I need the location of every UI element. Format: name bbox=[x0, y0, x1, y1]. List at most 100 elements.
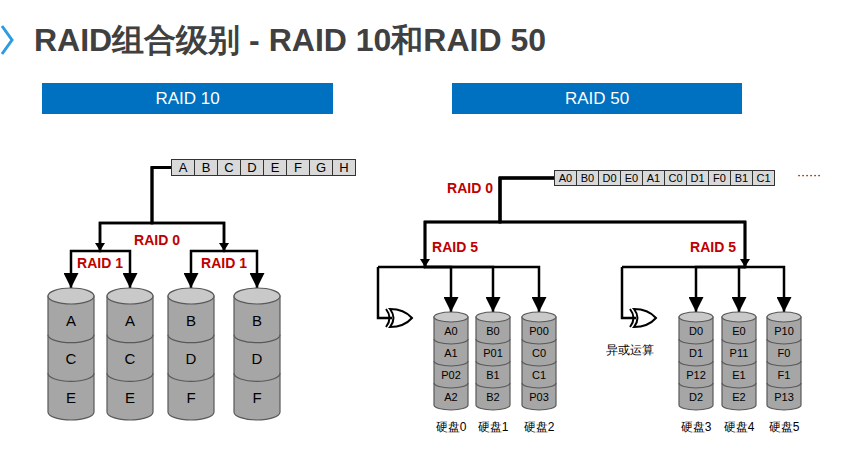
data-block-cell: D0 bbox=[598, 170, 621, 186]
data-block-label: A0 bbox=[559, 172, 572, 184]
disk-cylinder: ACE bbox=[48, 288, 94, 420]
disk-block-label: B bbox=[252, 312, 262, 329]
disk-segment: P03 bbox=[522, 386, 556, 408]
xor-gate-symbol bbox=[630, 309, 634, 327]
cylinder-divider bbox=[767, 361, 801, 366]
title-chevron bbox=[2, 26, 12, 54]
cylinder-top bbox=[522, 312, 556, 322]
disk-cylinder: E0P11E1E2 bbox=[722, 312, 756, 410]
disk-block-label: P00 bbox=[529, 325, 549, 337]
disk-block-label: A0 bbox=[444, 325, 457, 337]
data-block-label: D bbox=[247, 160, 256, 175]
cylinder-body bbox=[168, 296, 214, 420]
disk-block-label: P10 bbox=[774, 325, 794, 337]
tree-connector bbox=[425, 178, 555, 312]
data-block-cell: B0 bbox=[576, 170, 599, 186]
cylinder-divider bbox=[722, 361, 756, 366]
data-block-label: H bbox=[339, 160, 348, 175]
disk-block-label: A bbox=[125, 312, 135, 329]
section-banner: RAID 10 bbox=[42, 83, 333, 114]
cylinder-divider bbox=[722, 339, 756, 344]
disk-block-label: E0 bbox=[732, 325, 745, 337]
data-block-cell: B1 bbox=[730, 170, 753, 186]
cylinder-divider bbox=[234, 373, 280, 381]
disk-block-label: P03 bbox=[529, 391, 549, 403]
disk-cylinder: A C E bbox=[107, 288, 153, 420]
cylinder-divider bbox=[434, 383, 468, 388]
disk-block-label: E2 bbox=[732, 391, 745, 403]
disk-segment: E1 bbox=[722, 364, 756, 386]
data-block-label: C1 bbox=[756, 172, 770, 184]
data-block-label: B0 bbox=[581, 172, 594, 184]
raid-level-label: RAID 1 bbox=[199, 255, 249, 271]
data-block-label: D0 bbox=[602, 172, 616, 184]
cylinder-divider bbox=[107, 373, 153, 381]
data-block-label: A bbox=[179, 160, 188, 175]
disk-segment: P10 bbox=[767, 320, 801, 342]
disk-cylinder: BDF bbox=[168, 288, 214, 420]
data-block-cell: C1 bbox=[752, 170, 775, 186]
xor-gate-symbol bbox=[390, 309, 412, 327]
data-block-cell: A bbox=[171, 159, 195, 176]
disk-segment: A bbox=[48, 301, 94, 340]
raid-level-label: RAID 5 bbox=[688, 239, 738, 255]
disk-block-label: C1 bbox=[532, 369, 546, 381]
disk-cylinder: B0P01B1B2 bbox=[476, 312, 510, 410]
disk-segment: D bbox=[234, 339, 280, 378]
tree-connector bbox=[152, 168, 257, 289]
cylinder-top bbox=[434, 312, 468, 322]
disk-segment: F0 bbox=[767, 342, 801, 364]
data-block-cell: F bbox=[286, 159, 310, 176]
cylinder-divider bbox=[522, 361, 556, 366]
data-block-cell: H bbox=[332, 159, 356, 176]
disk-segment: F bbox=[168, 378, 214, 417]
note-label: ······ bbox=[795, 168, 823, 182]
data-block-cell: A0 bbox=[554, 170, 577, 186]
disk-segment: B0 bbox=[476, 320, 510, 342]
data-block-cell: G bbox=[309, 159, 333, 176]
disk-block-label: C bbox=[125, 350, 136, 367]
disk-cylinder: P00C0C1P03 bbox=[522, 312, 556, 410]
cylinder-divider bbox=[476, 339, 510, 344]
raid-level-label: RAID 0 bbox=[445, 180, 495, 196]
disk-segment: D0 bbox=[679, 320, 713, 342]
disk-block-label: E bbox=[125, 389, 135, 406]
data-block-label: E bbox=[271, 160, 280, 175]
disk-block-label: A2 bbox=[444, 391, 457, 403]
data-block-label: F bbox=[294, 160, 302, 175]
section-banner: RAID 50 bbox=[452, 83, 742, 114]
disk-segment: P13 bbox=[767, 386, 801, 408]
cylinder-divider bbox=[476, 383, 510, 388]
note-label: 硬盘5 bbox=[767, 419, 802, 436]
disk-cylinder: A0A1P02A2 bbox=[434, 312, 468, 410]
cylinder-body bbox=[434, 317, 468, 410]
disk-block-label: E1 bbox=[732, 369, 745, 381]
tree-connector bbox=[500, 178, 745, 312]
disk-block-label: A1 bbox=[444, 347, 457, 359]
cylinder-divider bbox=[767, 383, 801, 388]
banner-title: RAID 50 bbox=[565, 89, 629, 109]
disk-segment: B1 bbox=[476, 364, 510, 386]
disk-block-label: A bbox=[66, 312, 76, 329]
cylinder-body bbox=[679, 317, 713, 410]
cylinder-divider bbox=[107, 335, 153, 343]
cylinder-divider bbox=[168, 373, 214, 381]
disk-cylinder: P10F0F1P13 bbox=[767, 312, 801, 410]
disk-block-label: F bbox=[186, 389, 195, 406]
data-block-label: B bbox=[202, 160, 211, 175]
disk-segment: D bbox=[168, 339, 214, 378]
disk-segment: F1 bbox=[767, 364, 801, 386]
data-block-cell: D bbox=[240, 159, 264, 176]
disk-block-label: D bbox=[252, 350, 263, 367]
disk-segment: C bbox=[107, 339, 153, 378]
cylinder-divider bbox=[434, 339, 468, 344]
tree-connector bbox=[500, 178, 784, 312]
data-block-strip: ABCDEFGH bbox=[172, 159, 356, 176]
tree-connector bbox=[500, 178, 745, 312]
disk-segment: D2 bbox=[679, 386, 713, 408]
disk-block-label: D bbox=[186, 350, 197, 367]
cylinder-divider bbox=[48, 373, 94, 381]
data-block-cell: B bbox=[194, 159, 218, 176]
disk-block-label: C0 bbox=[532, 347, 546, 359]
